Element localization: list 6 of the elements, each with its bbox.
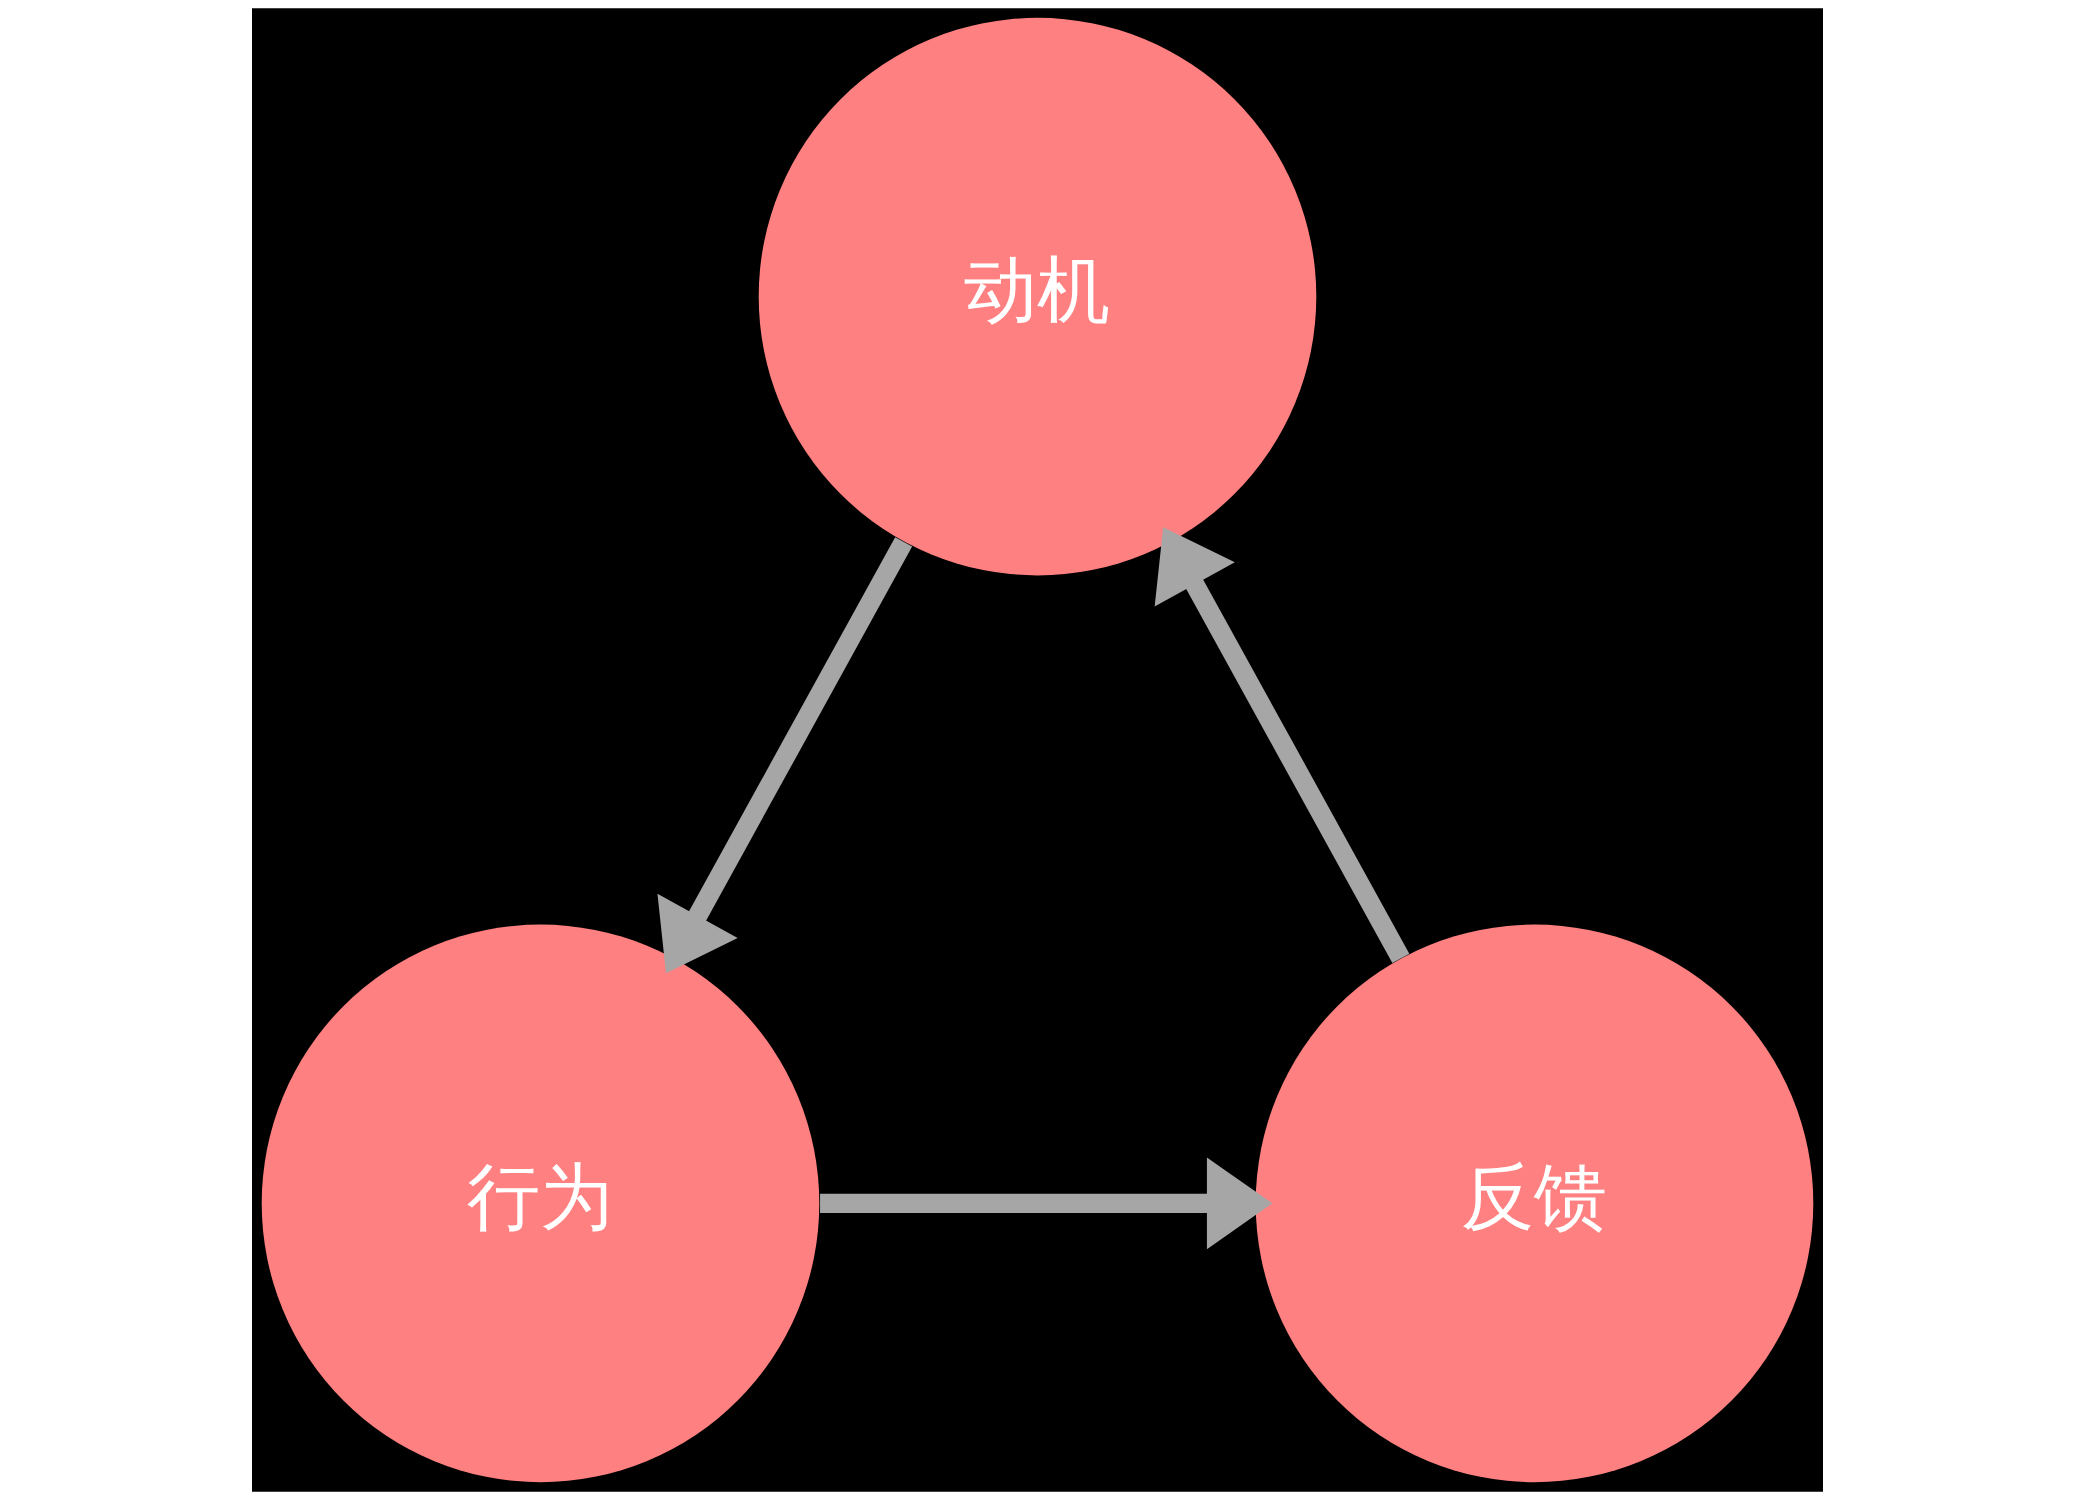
arrow bbox=[819, 1157, 1272, 1250]
node-circle: 反馈 bbox=[1255, 924, 1813, 1483]
node-circle: 动机 bbox=[758, 17, 1316, 576]
arrow bbox=[656, 537, 912, 974]
arrow bbox=[1154, 527, 1409, 964]
node-circle: 行为 bbox=[261, 924, 819, 1483]
